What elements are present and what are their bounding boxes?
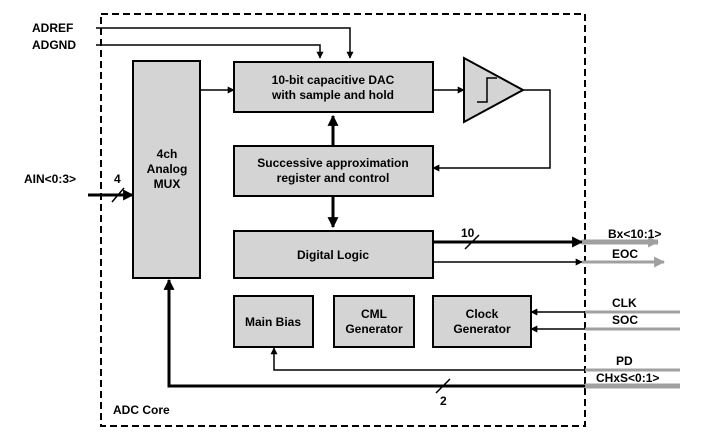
pin-label-eoc: EOC: [612, 247, 638, 261]
dac-label-line2: with sample and hold: [271, 88, 394, 102]
pin-label-pd: PD: [616, 354, 633, 368]
pin-label-adgnd: ADGND: [32, 38, 76, 52]
clock-label-line2: Generator: [453, 322, 511, 336]
dac-label-line1: 10-bit capacitive DAC: [272, 73, 395, 87]
pin-label-chxs: CHxS<0:1>: [596, 371, 659, 385]
clock-label-line1: Clock: [466, 307, 499, 321]
hysteresis-icon: [477, 77, 497, 103]
cml-label-line2: Generator: [345, 322, 403, 336]
dac-block: 10-bit capacitive DAC with sample and ho…: [233, 61, 434, 113]
cml-generator-block: CML Generator: [333, 295, 415, 348]
wire-comparator-to-sar: [432, 89, 551, 172]
pin-label-ain: AIN<0:3>: [24, 172, 76, 186]
pin-label-soc: SOC: [612, 313, 638, 327]
bus-slash-chxs: [435, 378, 451, 394]
mux-label-line1: 4ch: [157, 147, 178, 161]
pin-label-bx: Bx<10:1>: [608, 227, 661, 241]
clock-generator-block: Clock Generator: [432, 295, 532, 348]
bus-width-ain: 4: [114, 172, 121, 186]
mux-label-line2: Analog: [147, 162, 188, 176]
cml-label-line1: CML: [361, 307, 387, 321]
main-bias-label: Main Bias: [245, 315, 301, 329]
bus-slash-ain: [111, 187, 125, 203]
wire-adref: [96, 27, 354, 59]
wire-adgnd: [96, 44, 324, 59]
bus-width-bx: 10: [461, 226, 475, 240]
digital-logic-block: Digital Logic: [233, 230, 434, 279]
adc-core-boundary: [100, 13, 586, 427]
bus-width-chxs: 2: [440, 394, 447, 408]
sar-label-line1: Successive approximation: [257, 156, 408, 170]
pin-label-adref: ADREF: [32, 21, 73, 35]
adc-core-label: ADC Core: [113, 403, 170, 417]
wire-chxs-bus: [163, 278, 585, 388]
comparator-block: [463, 56, 526, 124]
mux-block: 4ch Analog MUX: [132, 60, 201, 279]
main-bias-block: Main Bias: [233, 295, 314, 348]
digital-logic-label: Digital Logic: [297, 248, 369, 262]
bus-slash-bx: [464, 234, 480, 250]
sar-block: Successive approximation register and co…: [233, 145, 434, 197]
pin-label-clk: CLK: [612, 296, 637, 310]
mux-label-line3: MUX: [154, 177, 181, 191]
wire-pd: [270, 347, 585, 371]
sar-label-line2: register and control: [277, 171, 390, 185]
